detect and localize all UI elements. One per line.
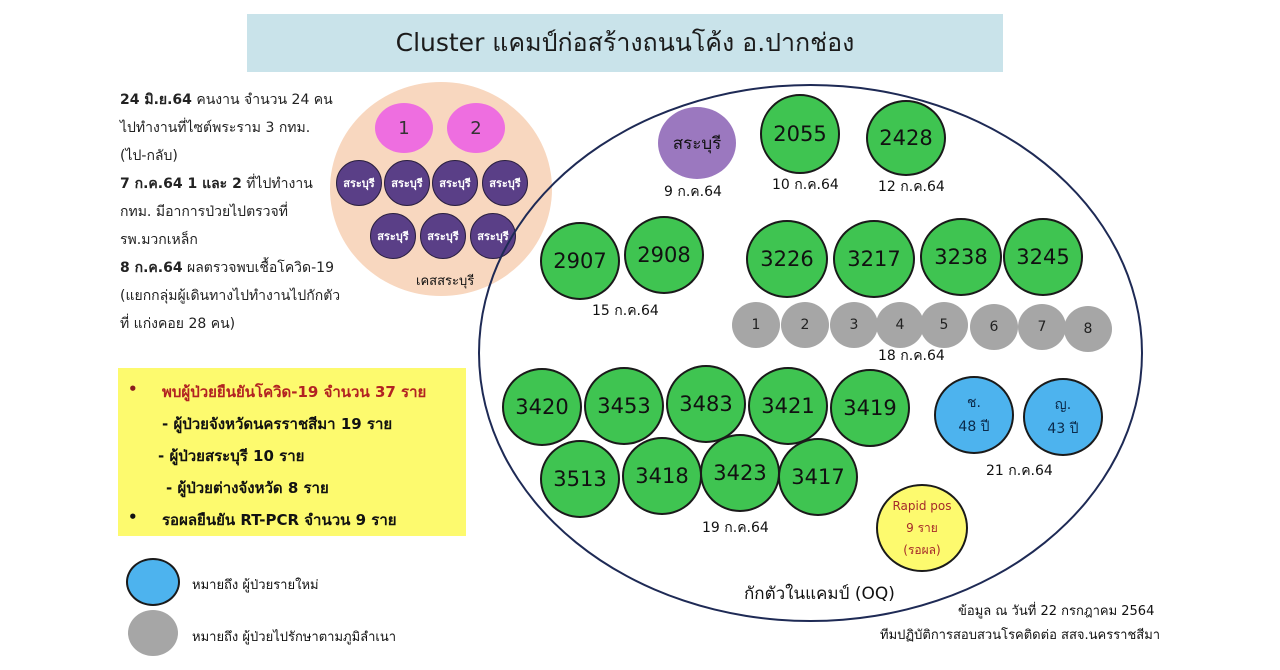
case-3419: 3419 <box>830 369 910 447</box>
camp-boundary <box>478 84 1143 622</box>
saraburi-case: สระบุรี <box>432 160 478 206</box>
legend-new-case-icon <box>126 558 180 606</box>
case-3420: 3420 <box>502 368 582 446</box>
footer-date: ข้อมูล ณ วันที่ 22 กรกฎาคม 2564 <box>958 604 1155 619</box>
date-label-10jul: 10 ก.ค.64 <box>772 177 839 193</box>
saraburi-camp-case: สระบุรี <box>658 107 736 179</box>
saraburi-cluster-label: เคสสระบุรี <box>416 274 475 289</box>
timeline-line-6: รพ.มวกเหล็ก <box>120 232 198 248</box>
returned-case: 1 <box>732 302 780 348</box>
date-label-19jul: 19 ก.ค.64 <box>702 520 769 536</box>
case-2428: 2428 <box>866 100 946 176</box>
case-2908: 2908 <box>624 216 704 294</box>
legend-returned-text: หมายถึง ผู้ป่วยไปรักษาตามภูมิลำเนา <box>192 630 397 645</box>
new-case-male: ช. 48 ปี <box>934 376 1014 454</box>
case-3226: 3226 <box>746 220 828 298</box>
timeline-line-3: (ไป-กลับ) <box>120 148 178 164</box>
saraburi-case: สระบุรี <box>420 213 466 259</box>
saraburi-case: สระบุรี <box>336 160 382 206</box>
bullet-icon: • <box>128 508 138 526</box>
case-2055: 2055 <box>760 94 840 174</box>
summary-box: • พบผู้ป่วยยืนยันโควิด-19 จำนวน 37 ราย -… <box>118 368 466 536</box>
summary-pending: รอผลยืนยัน RT-PCR จำนวน 9 ราย <box>162 511 397 529</box>
summary-saraburi: - ผู้ป่วยสระบุรี 10 ราย <box>158 447 305 465</box>
case-3417: 3417 <box>778 438 858 516</box>
summary-other: - ผู้ป่วยต่างจังหวัด 8 ราย <box>166 479 329 497</box>
case-2907: 2907 <box>540 222 620 300</box>
timeline-notes: 24 มิ.ย.64 คนงาน จำนวน 24 คน ไปทำงานที่ไ… <box>120 86 370 338</box>
camp-label: กักตัวในแคมป์ (OQ) <box>744 584 895 604</box>
legend-new-case-text: หมายถึง ผู้ป่วยรายใหม่ <box>192 578 319 593</box>
rapid-pos-pending: Rapid pos 9 ราย (รอผล) <box>876 484 968 572</box>
legend-returned-icon <box>128 610 178 656</box>
returned-case: 7 <box>1018 304 1066 350</box>
index-case-2: 2 <box>447 103 505 153</box>
summary-confirmed: พบผู้ป่วยยืนยันโควิด-19 จำนวน 37 ราย <box>162 383 427 401</box>
timeline-line-9: ที่ แก่งคอย 28 คน) <box>120 316 236 332</box>
case-3238: 3238 <box>920 218 1002 296</box>
case-3453: 3453 <box>584 367 664 445</box>
date-label-18jul: 18 ก.ค.64 <box>878 348 945 364</box>
case-3483: 3483 <box>666 365 746 443</box>
saraburi-case: สระบุรี <box>370 213 416 259</box>
timeline-line-5: กทม. มีอาการป่วยไปตรวจที่ <box>120 204 288 220</box>
timeline-line-4: 7 ก.ค.64 1 และ 2 ที่ไปทำงาน <box>120 176 313 192</box>
returned-case: 3 <box>830 302 878 348</box>
timeline-line-1: 24 มิ.ย.64 คนงาน จำนวน 24 คน <box>120 92 333 108</box>
new-case-female: ญ. 43 ปี <box>1023 378 1103 456</box>
case-3245: 3245 <box>1003 218 1083 296</box>
returned-case: 8 <box>1064 306 1112 352</box>
date-label-12jul: 12 ก.ค.64 <box>878 179 945 195</box>
timeline-line-7: 8 ก.ค.64 ผลตรวจพบเชื้อโควิด-19 <box>120 260 335 276</box>
returned-case: 2 <box>781 302 829 348</box>
date-label-15jul: 15 ก.ค.64 <box>592 303 659 319</box>
timeline-line-2: ไปทำงานที่ไซต์พระราม 3 กทม. <box>120 120 311 136</box>
page-title-text: Cluster แคมป์ก่อสร้างถนนโค้ง อ.ปากช่อง <box>395 28 855 57</box>
returned-case: 4 <box>876 302 924 348</box>
bullet-icon: • <box>128 380 138 398</box>
case-3513: 3513 <box>540 440 620 518</box>
date-label-21jul: 21 ก.ค.64 <box>986 463 1053 479</box>
returned-case: 5 <box>920 302 968 348</box>
footer-team: ทีมปฏิบัติการสอบสวนโรคติดต่อ สสจ.นครราชส… <box>880 628 1161 643</box>
case-3421: 3421 <box>748 367 828 445</box>
case-3423: 3423 <box>700 434 780 512</box>
index-case-1: 1 <box>375 103 433 153</box>
summary-korat: - ผู้ป่วยจังหวัดนครราชสีมา 19 ราย <box>162 415 393 433</box>
case-3418: 3418 <box>622 437 702 515</box>
returned-case: 6 <box>970 304 1018 350</box>
date-label-9jul: 9 ก.ค.64 <box>664 184 722 200</box>
page-title: Cluster แคมป์ก่อสร้างถนนโค้ง อ.ปากช่อง <box>247 14 1003 72</box>
saraburi-case: สระบุรี <box>482 160 528 206</box>
case-3217: 3217 <box>833 220 915 298</box>
timeline-line-8: (แยกกลุ่มผู้เดินทางไปทำงานไปกักตัว <box>120 288 341 304</box>
saraburi-case: สระบุรี <box>384 160 430 206</box>
